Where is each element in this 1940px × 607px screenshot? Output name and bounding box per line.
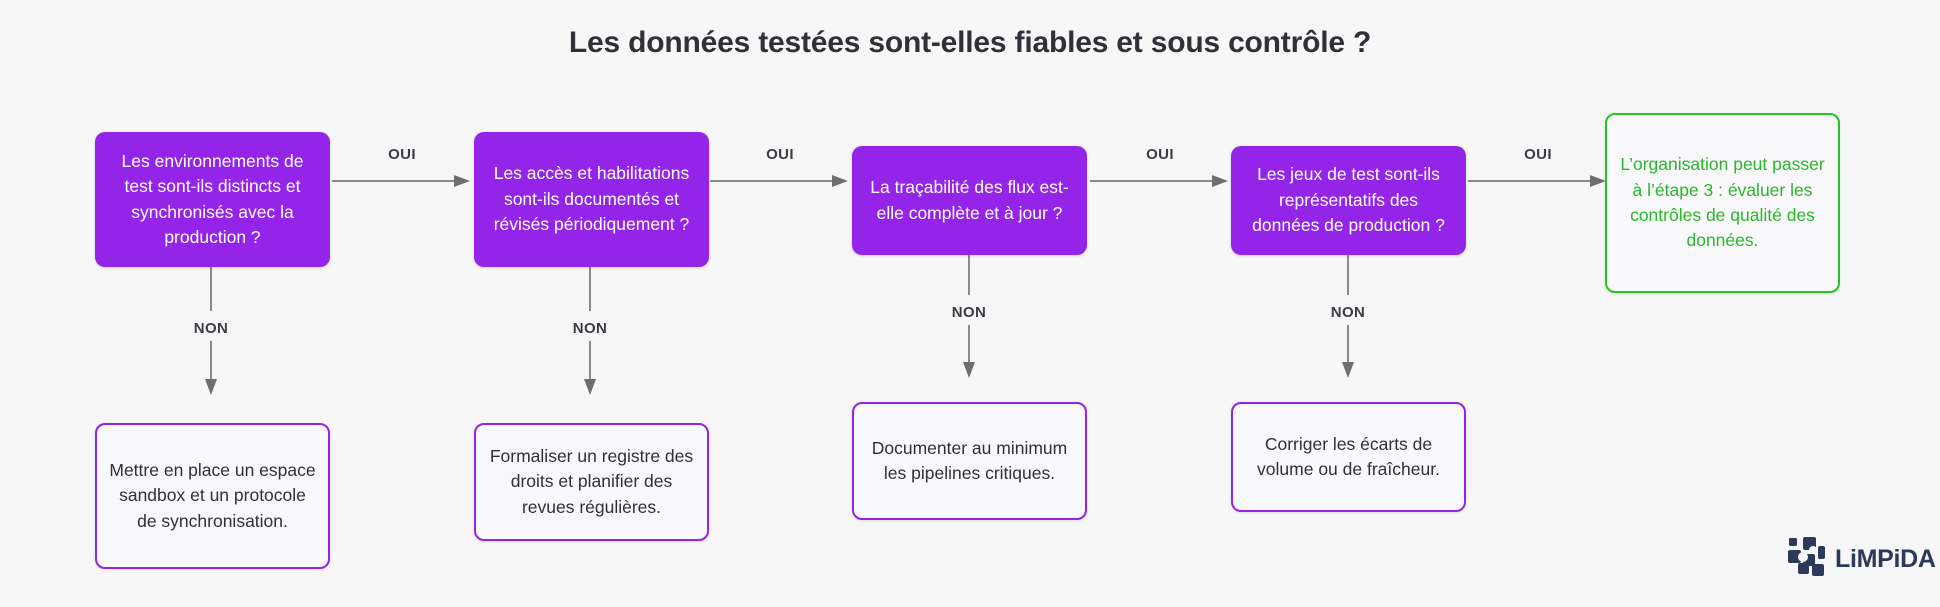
pixel-blocks-logo-icon [1787,536,1831,583]
edge-label-oui-4: OUI [1524,146,1552,163]
action-box-1[interactable]: Mettre en place un espace sandbox et un … [95,423,330,569]
connector-q3-to-a3 [962,255,976,380]
question-box-1[interactable]: Les environnements de test sont-ils dist… [95,132,330,267]
connector-q4-to-a4 [1341,255,1355,380]
edge-label-oui-2: OUI [766,146,794,163]
action-box-4[interactable]: Corriger les écarts de volume ou de fraî… [1231,402,1466,512]
connector-q2-to-q3 [710,174,850,188]
connector-q1-to-q2 [332,174,472,188]
outcome-box-success[interactable]: L’organisation peut passer à l’étape 3 :… [1605,113,1840,293]
edge-label-oui-1: OUI [388,146,416,163]
brand-name: LiMPiDA [1835,545,1936,573]
edge-label-non-4: NON [1330,304,1366,321]
connector-q4-to-success [1468,174,1608,188]
edge-label-non-1: NON [193,320,229,337]
action-box-2[interactable]: Formaliser un registre des droits et pla… [474,423,709,541]
edge-label-non-3: NON [951,304,987,321]
page-title: Les données testées sont-elles fiables e… [568,26,1372,59]
action-box-3[interactable]: Documenter au minimum les pipelines crit… [852,402,1087,520]
question-box-4[interactable]: Les jeux de test sont-ils représentatifs… [1231,146,1466,255]
edge-label-non-2: NON [572,320,608,337]
edge-label-oui-3: OUI [1146,146,1174,163]
connector-q2-to-a2 [583,267,597,397]
connector-q3-to-q4 [1090,174,1230,188]
connector-q1-to-a1 [204,267,218,397]
brand-logo: LiMPiDA [1787,536,1936,583]
question-box-2[interactable]: Les accès et habilitations sont-ils docu… [474,132,709,267]
question-box-3[interactable]: La traçabilité des flux est-elle complèt… [852,146,1087,255]
